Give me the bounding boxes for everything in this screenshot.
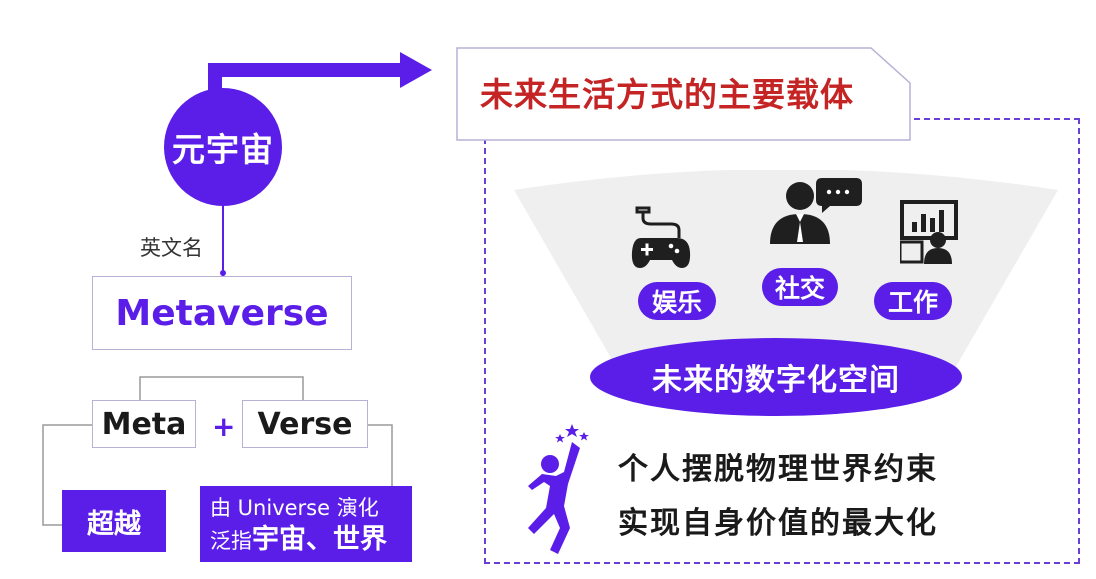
- presentation-icon: [900, 200, 958, 264]
- verse-meaning-box: 由 Universe 演化 泛指宇宙、世界: [200, 486, 412, 562]
- digital-space-ellipse: 未来的数字化空间: [590, 338, 962, 416]
- arrow-head: [400, 52, 432, 88]
- digital-space-label: 未来的数字化空间: [652, 363, 900, 398]
- verse-box: Verse: [242, 400, 368, 448]
- relation-label: 英文名: [140, 236, 203, 260]
- meta-box: Meta: [92, 400, 196, 448]
- arrow-shaft: [208, 63, 405, 90]
- root-node-yuanyuzhou: 元宇宙: [164, 88, 282, 206]
- person-chat-icon: [770, 178, 862, 244]
- plus-sign: +: [212, 410, 236, 443]
- verse-meaning-prefix: 泛指: [210, 529, 252, 553]
- jumping-person-stars-icon: [528, 424, 589, 554]
- meta-meaning: 超越: [87, 508, 141, 540]
- category-pill-entertainment: 娱乐: [638, 282, 716, 320]
- root-label: 元宇宙: [172, 130, 274, 169]
- statement-line1: 个人摆脱物理世界约束: [618, 452, 938, 487]
- carrier-title: 未来生活方式的主要载体: [480, 75, 854, 114]
- category-pill-social: 社交: [762, 268, 838, 306]
- gamepad-icon: [631, 206, 691, 268]
- connector-dot: [220, 270, 226, 276]
- metaverse-box: Metaverse: [92, 276, 352, 350]
- bracket-metaverse-parts: [139, 376, 304, 400]
- meta-meaning-box: 超越: [62, 490, 166, 552]
- verse-meaning-main: 宇宙、世界: [252, 524, 387, 555]
- title-banner: [456, 47, 911, 141]
- category-label: 社交: [774, 274, 825, 303]
- meta-label: Meta: [101, 406, 187, 442]
- category-label: 工作: [887, 288, 938, 317]
- verse-meaning-line2: 泛指宇宙、世界: [210, 524, 402, 557]
- category-label: 娱乐: [651, 288, 702, 317]
- metaverse-label: Metaverse: [115, 292, 329, 334]
- line-meta-to-chaoyue: [42, 424, 92, 526]
- verse-label: Verse: [257, 406, 353, 442]
- category-pill-work: 工作: [874, 282, 952, 320]
- line-verse-to-desc: [368, 424, 393, 486]
- statement-line2: 实现自身价值的最大化: [618, 506, 938, 541]
- verse-meaning-line1: 由 Universe 演化: [210, 496, 379, 520]
